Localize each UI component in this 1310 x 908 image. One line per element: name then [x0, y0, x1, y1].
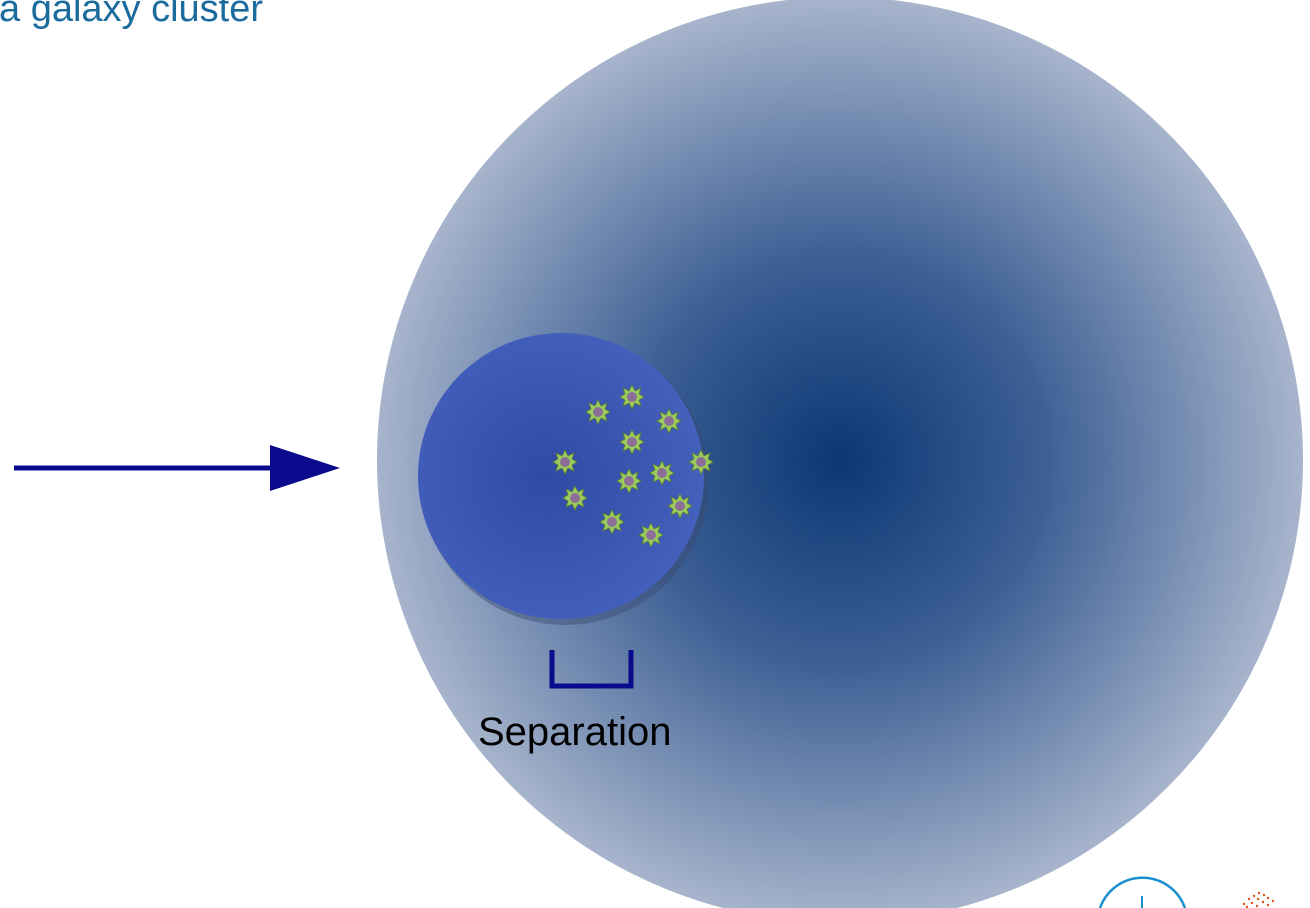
institution-logo-icon	[1098, 876, 1187, 908]
galaxy	[619, 429, 645, 455]
galaxy	[599, 509, 625, 535]
galaxy	[585, 399, 611, 425]
galaxy	[688, 449, 714, 475]
galaxy	[616, 468, 642, 494]
galaxy	[552, 449, 578, 475]
slide-title: a galaxy cluster	[0, 0, 264, 30]
bracket-icon	[549, 650, 634, 689]
separation-label: Separation	[478, 710, 672, 754]
galaxy	[562, 485, 588, 511]
right-arrow-icon	[14, 445, 340, 491]
galaxy	[667, 493, 693, 519]
galaxy	[619, 384, 645, 410]
galaxy	[638, 522, 664, 548]
galaxy	[649, 460, 675, 486]
partner-logo-icon	[1242, 891, 1275, 908]
cluster-halo	[377, 0, 1303, 908]
galaxy	[656, 408, 682, 434]
